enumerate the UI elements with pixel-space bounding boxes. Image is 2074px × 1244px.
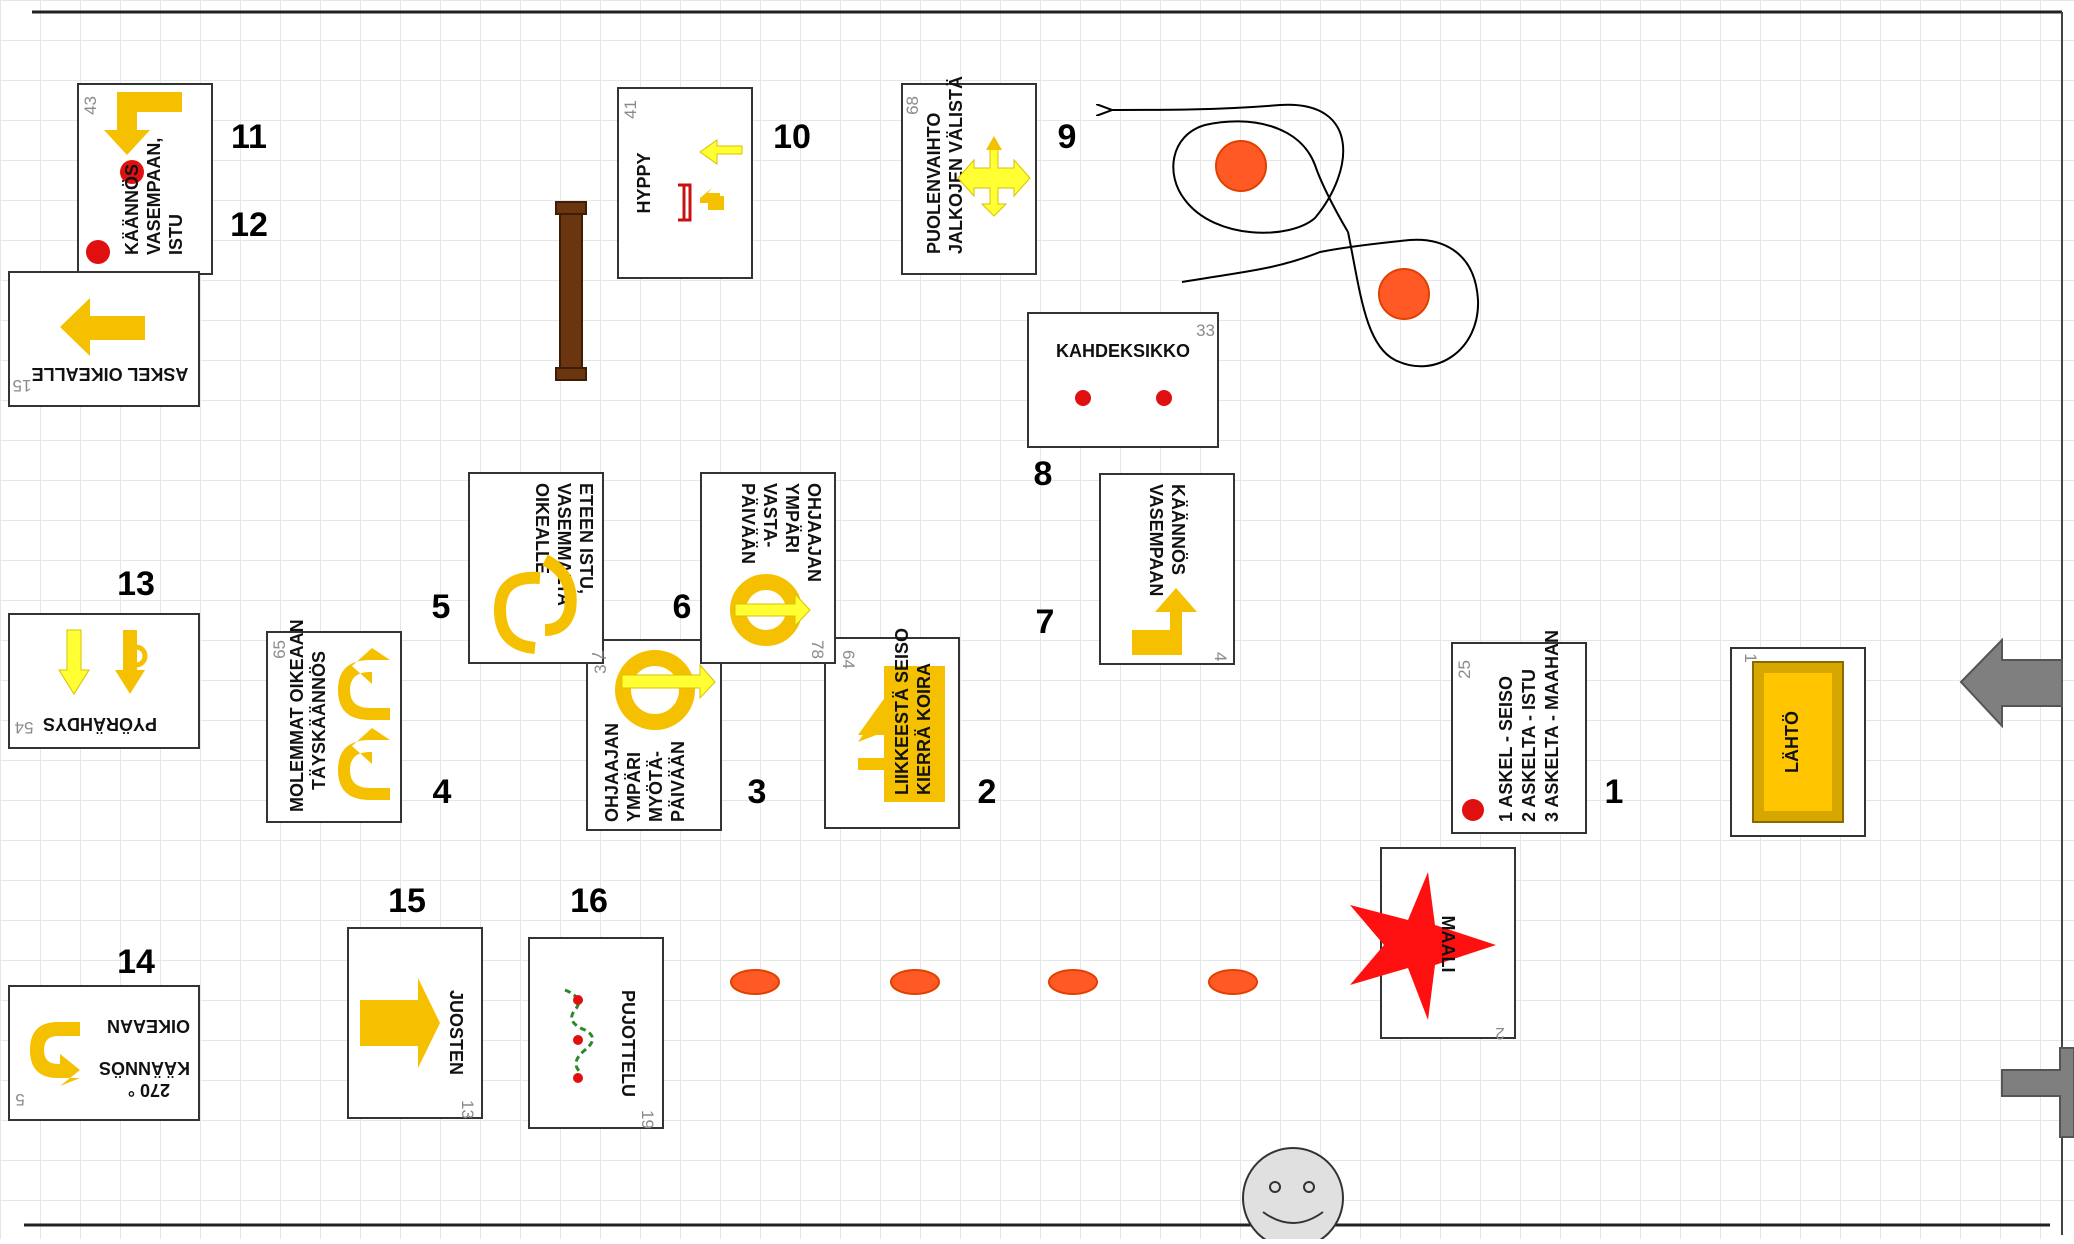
step-number: 14 (117, 943, 155, 981)
card-title-line: KÄÄNNÖS (122, 164, 142, 255)
jump-obstacle (556, 202, 586, 380)
step-number: 8 (1034, 455, 1053, 493)
card-title-line: MOLEMMAT OIKEAAN (287, 619, 307, 812)
cone (1049, 970, 1097, 994)
card-title-line: JALKOJEN VÄLISTÄ (946, 76, 966, 254)
card-title-line: KIERRÄ KOIRA (914, 663, 934, 795)
cone (1379, 269, 1429, 319)
card-title-line: PÄIVÄÄN (738, 483, 758, 564)
stop-sign-icon (1462, 799, 1484, 821)
step-number: 13 (117, 565, 155, 603)
card-title-line: 3 ASKELTA - MAAHAN (1542, 630, 1562, 822)
step-number: 9 (1058, 118, 1077, 156)
sign-card-step-3: 34 OHJAAJAN YMPÄRI MYÖTÄ- PÄIVÄÄN (587, 640, 721, 830)
card-title-line: JUOSTEN (446, 990, 466, 1075)
card-number: 19 (638, 1110, 657, 1129)
sign-card-step-8: KAHDEKSIKKO 33 (1028, 313, 1218, 447)
card-number: 4 (1211, 652, 1230, 661)
step-number: 15 (388, 882, 426, 920)
card-number: 25 (1455, 660, 1474, 679)
card-title-line: VASEMPAAN (1146, 484, 1166, 596)
step-number: 11 (231, 118, 267, 156)
judge-icon (1243, 1148, 1343, 1239)
card-title-line: 2 ASKELTA - ISTU (1519, 669, 1539, 822)
sign-card-step-6: OHJAAJAN YMPÄRI VASTA- PÄIVÄÄN 78 (701, 473, 835, 663)
card-title-line: KÄÄNNÖS (1168, 484, 1188, 575)
card-number: 68 (903, 96, 922, 115)
card-title-line: ISTU (166, 214, 186, 255)
start-sign: LÄHTÖ 1 (1731, 648, 1865, 836)
step-number: 5 (432, 588, 451, 626)
sign-card-step-4: 65 MOLEMMAT OIKEAAN TÄYSKÄÄNNÖS (267, 619, 401, 822)
finish-label: MAALI (1438, 916, 1458, 973)
card-title-line: MYÖTÄ- (646, 751, 666, 822)
card-number: 54 (15, 718, 34, 737)
cone (1216, 141, 1266, 191)
card-title-line: PYÖRÄHDYS (43, 714, 157, 734)
step-number: 10 (773, 118, 811, 156)
step-number: 4 (433, 773, 452, 811)
card-number: 64 (839, 650, 858, 669)
sign-card-step-7: KÄÄNNÖS VASEMPAAN 4 (1100, 474, 1234, 664)
cone (891, 970, 939, 994)
card-title-line: 270 ° (128, 1080, 170, 1100)
sign-card-step-10: HYPPY 41 (618, 88, 752, 278)
cone (731, 970, 779, 994)
step-number: 3 (748, 773, 767, 811)
card-number: 7 (588, 650, 607, 659)
card-number: 41 (621, 100, 640, 119)
cone (1209, 970, 1257, 994)
sign-card-step-1: 25 1 ASKEL - SEISO 2 ASKELTA - ISTU 3 AS… (1452, 630, 1586, 833)
card-title-line: YMPÄRI (624, 752, 644, 822)
card-number: 13 (458, 1100, 477, 1119)
card-title-line: HYPPY (634, 152, 654, 213)
card-title-line: PUJOTTELU (618, 990, 638, 1097)
card-number: 1 (1741, 653, 1760, 662)
start-label: LÄHTÖ (1782, 711, 1802, 773)
step-number: 7 (1036, 603, 1055, 641)
card-number: 43 (81, 96, 100, 115)
card-number: 15 (13, 376, 32, 395)
sign-card-step-11: 43 KÄÄNNÖS VASEMPAAN, ISTU (78, 84, 212, 274)
sign-card-step-14: 270 ° KÄÄNNÖS OIKEAAN 5 (9, 986, 199, 1120)
card-number: 5 (15, 1090, 24, 1109)
card-number: 2 (1495, 1024, 1504, 1043)
sign-card-step-5: ETEEN ISTU, VASEMMALTA OIKEALLE 7 (469, 473, 607, 663)
card-title-line: OIKEAAN (107, 1016, 190, 1036)
card-title-line: OHJAAJAN (804, 483, 824, 582)
card-number: 78 (808, 640, 827, 659)
card-title-line: ETEEN ISTU, (576, 483, 596, 594)
sign-card-step-16: PUJOTTELU 19 (529, 938, 663, 1129)
step-number: 12 (230, 206, 268, 244)
sign-card-step-9: PUOLENVAIHTO JALKOJEN VÄLISTÄ 68 (902, 76, 1036, 274)
sign-card-step-2: LIIKKEESTÄ SEISO KIERRÄ KOIRA 64 (825, 628, 959, 828)
card-title-line: VASTA- (760, 483, 780, 547)
step-number: 1 (1605, 773, 1624, 811)
stop-sign-icon (86, 240, 110, 264)
card-title-line: KÄÄNNÖS (99, 1058, 190, 1078)
card-title-line: TÄYSKÄÄNNÖS (309, 651, 329, 790)
card-title-line: ASKEL OIKEALLE (32, 364, 189, 384)
card-title-line: PÄIVÄÄN (668, 741, 688, 822)
cone-icon (1075, 390, 1091, 406)
card-title-line: VASEMPAAN, (144, 138, 164, 255)
step-number: 6 (673, 588, 692, 626)
card-number: 33 (1196, 321, 1215, 340)
step-number: 2 (978, 773, 997, 811)
cone-icon (1156, 390, 1172, 406)
card-title-line: OHJAAJAN (602, 723, 622, 822)
sign-card-step-12: ASKEL OIKEALLE 15 (9, 272, 199, 406)
card-title-line: YMPÄRI (782, 483, 802, 553)
card-title-line: PUOLENVAIHTO (924, 113, 944, 254)
sign-card-step-13: PYÖRÄHDYS 54 (9, 614, 199, 748)
step-number: 16 (570, 882, 608, 920)
card-title-line: KAHDEKSIKKO (1056, 341, 1190, 361)
card-title-line: LIIKKEESTÄ SEISO (892, 628, 912, 795)
sign-card-step-15: JUOSTEN 13 (348, 928, 482, 1119)
card-title-line: 1 ASKEL - SEISO (1496, 676, 1516, 822)
